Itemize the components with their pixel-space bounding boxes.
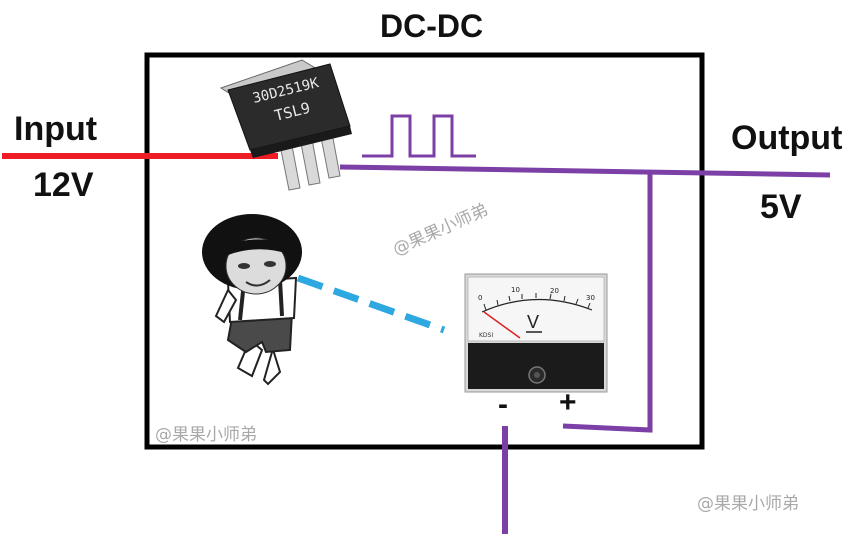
meter-unit: V (527, 312, 539, 332)
pwm-waveform (362, 114, 476, 158)
meter-scale-0: 0 (478, 294, 482, 302)
meter-minus-terminal: - (498, 388, 508, 421)
feedback-wire (562, 170, 653, 433)
meter-scale-30: 30 (586, 294, 595, 302)
cartoon-character (202, 214, 302, 386)
meter-plus-terminal: + (559, 386, 577, 419)
watermark: @果果小师弟 (155, 425, 257, 445)
meter-needle (483, 311, 521, 339)
output-voltage: 5V (760, 188, 802, 226)
probe-beam (296, 274, 446, 334)
output-wire (339, 164, 831, 178)
diagram-title: DC-DC (380, 8, 484, 44)
meter-scale-20: 20 (550, 287, 559, 295)
regulator-chip: 30D2519K TSL9 (219, 59, 352, 191)
input-label: Input (14, 110, 98, 148)
meter-scale-10: 10 (511, 286, 520, 294)
input-voltage: 12V (33, 166, 94, 204)
watermark: @果果小师弟 (697, 494, 799, 514)
voltmeter: 0 10 20 30 V KDSI (464, 273, 608, 393)
converter-box (144, 52, 705, 450)
meter-brand: KDSI (479, 332, 493, 339)
output-label: Output (731, 119, 843, 157)
